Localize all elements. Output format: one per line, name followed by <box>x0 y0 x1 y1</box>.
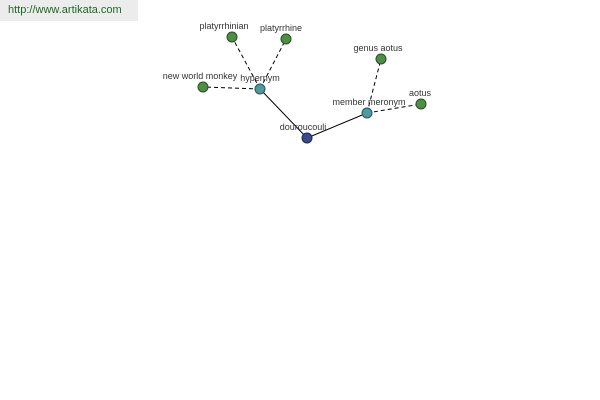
site-url-link[interactable]: http://www.artikata.com <box>8 4 122 16</box>
node-member-meronym[interactable] <box>361 107 373 119</box>
label-hypernym: hypernym <box>240 73 280 83</box>
edge-meronym-genus-aotus <box>366 58 382 114</box>
edge-center-hypernym <box>259 88 308 139</box>
label-member-meronym: member meronym <box>332 97 405 107</box>
label-genus-aotus: genus aotus <box>353 43 403 53</box>
edge-meronym-aotus <box>366 103 422 114</box>
url-bar: http://www.artikata.com <box>0 0 138 21</box>
edge-hypernym-platyrrhinian <box>231 36 261 90</box>
edge-center-member-meronym <box>306 112 368 139</box>
edge-hypernym-platyrrhine <box>259 38 287 90</box>
label-platyrrhine: platyrrhine <box>260 23 302 33</box>
node-platyrrhine[interactable] <box>280 33 292 45</box>
node-new-world-monkey[interactable] <box>197 81 209 93</box>
edge-hypernym-new-world-monkey <box>202 86 261 90</box>
node-aotus[interactable] <box>415 98 427 110</box>
label-new-world-monkey: new world monkey <box>163 71 238 81</box>
node-hypernym[interactable] <box>254 83 266 95</box>
node-platyrrhinian[interactable] <box>226 31 238 43</box>
node-douroucouli[interactable] <box>301 132 313 144</box>
label-platyrrhinian: platyrrhinian <box>199 21 248 31</box>
label-douroucouli: douroucouli <box>280 122 327 132</box>
label-aotus: aotus <box>409 88 432 98</box>
node-genus-aotus[interactable] <box>375 53 387 65</box>
